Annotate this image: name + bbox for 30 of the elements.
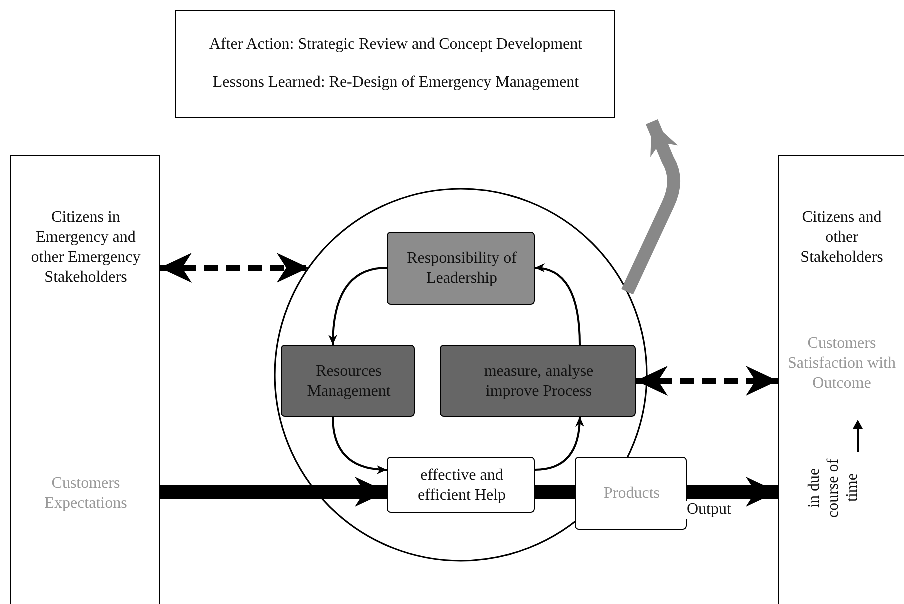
node-text: Responsibility of Leadership [406,249,518,289]
node-text: in due course of time [805,457,862,520]
arrow [687,477,778,507]
arrow [636,366,778,396]
node-text: After Action: Strategic Review and Concept Development [208,35,584,55]
node-text: Citizens and other Stakeholders [800,208,884,268]
arrow [328,267,388,346]
edge-label: Output [685,501,734,519]
arrow [534,416,584,471]
node-text: effective and efficient Help [416,466,508,506]
node-text: Customers Satisfaction with Outcome [787,334,897,394]
note-box [175,10,615,118]
node-text: Resources Management [306,362,392,402]
process-box [387,232,535,305]
arrow [160,253,309,283]
node-text: Citizens in Emergency and other Emergency Stakeholders [31,208,141,288]
process-box [440,345,636,417]
stakeholder-panel [10,155,160,604]
arrow [622,119,680,295]
product-box [575,457,687,530]
process-box [387,457,535,513]
stakeholder-panel [778,155,904,604]
process-box [281,345,415,417]
arrow [534,264,581,346]
node-text: Products [603,484,661,504]
arrow [332,416,388,474]
node-text: Customers Expectations [44,474,128,514]
arrow [160,477,387,507]
node-text: measure, analyse improve Process [483,362,595,402]
node-text: Lessons Learned: Re-Design of Emergency Management [212,73,580,93]
